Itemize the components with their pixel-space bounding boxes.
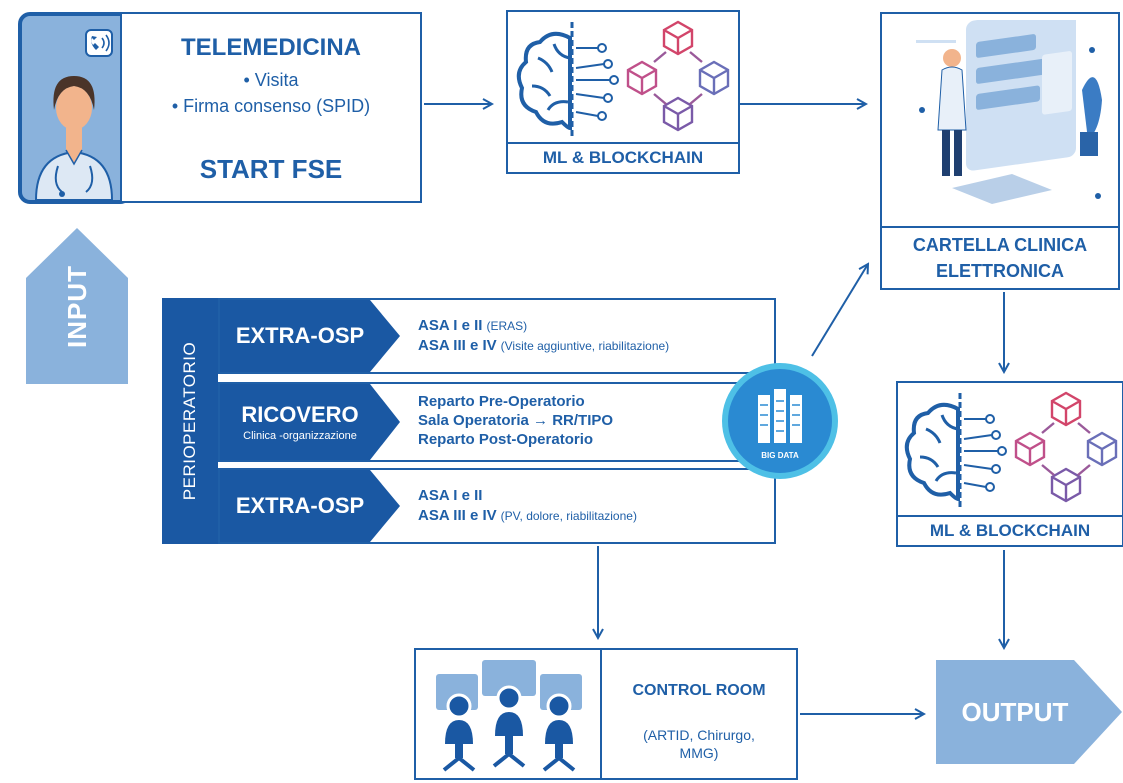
control-room-people-icon — [436, 660, 582, 772]
control-room-divider — [600, 650, 602, 778]
server-icon — [758, 389, 802, 443]
perio-row-extra-osp-post: EXTRA-OSP ASA I e II ASA III e IV(PV, do… — [218, 468, 776, 544]
row-tag-arrow — [220, 470, 400, 542]
arrow-bigdata-to-cartella — [811, 264, 868, 357]
cartella-clinica-box: CARTELLA CLINICA ELETTRONICA — [880, 12, 1120, 290]
control-room-box: CONTROL ROOM (ARTID, Chirurgo, MMG) — [414, 648, 798, 780]
ml-blockchain-top-box: ML & BLOCKCHAIN — [506, 10, 740, 174]
telemedicina-bullet-firma: • Firma consenso (SPID) — [171, 96, 371, 116]
row-text: ASA I e II ASA III e IV(PV, dolore, riab… — [418, 487, 637, 524]
telemedicina-title: TELEMEDICINA — [181, 34, 361, 61]
cartella-line-1: CARTELLA CLINICA — [912, 235, 1088, 255]
cartella-line-2: ELETTRONICA — [936, 261, 1064, 281]
row-tag-arrow — [220, 300, 400, 372]
row-text: ASA I e II(ERAS) ASA III e IV(Visite agg… — [418, 317, 670, 354]
row-tag-label: EXTRA-OSP — [235, 323, 365, 348]
telemedicina-box: TELEMEDICINA • Visita • Firma consenso (… — [120, 12, 422, 203]
row-tag-label: RICOVERO Clinica -organizzazione — [241, 402, 359, 442]
control-room-subtitle: (ARTID, Chirurgo, MMG) — [643, 727, 755, 761]
perioperatorio-label: PERIOPERATORIO — [180, 341, 199, 501]
big-data-label: BIG DATA — [761, 451, 799, 460]
ml-blockchain-right-box: ML & BLOCKCHAIN — [896, 381, 1123, 547]
big-data-badge: BIG DATA — [722, 363, 838, 479]
control-room-title: CONTROL ROOM — [632, 682, 766, 699]
output-arrow-shape — [936, 660, 1122, 764]
electronic-record-illustration — [916, 20, 1102, 204]
perio-row-extra-osp-pre: EXTRA-OSP ASA I e II(ERAS) ASA III e IV(… — [218, 298, 776, 374]
row-text: Reparto Pre-Operatorio Sala Operatoria →… — [418, 393, 614, 448]
input-arrow-shape — [26, 228, 128, 384]
row-tag-arrow — [220, 384, 400, 460]
brain-blockchain-icon — [904, 391, 1118, 507]
perioperatorio-bar: PERIOPERATORIO — [162, 298, 218, 544]
ml-blockchain-right-label: ML & BLOCKCHAIN — [898, 515, 1122, 545]
input-label: INPUT — [61, 264, 92, 348]
telemedicina-bullet-visita: • Visita — [243, 70, 299, 90]
cartella-clinica-label: CARTELLA CLINICA ELETTRONICA — [882, 226, 1118, 288]
row-tag-label: EXTRA-OSP — [235, 493, 365, 518]
ml-blockchain-top-label: ML & BLOCKCHAIN — [508, 142, 738, 172]
row-tag-sublabel: Clinica -organizzazione — [243, 430, 357, 442]
doctor-phone-icon — [18, 12, 132, 204]
perio-row-ricovero: RICOVERO Clinica -organizzazione Reparto… — [218, 382, 776, 462]
output-label: OUTPUT — [961, 696, 1069, 727]
brain-blockchain-icon — [516, 20, 730, 136]
start-fse-label: START FSE — [199, 154, 343, 184]
